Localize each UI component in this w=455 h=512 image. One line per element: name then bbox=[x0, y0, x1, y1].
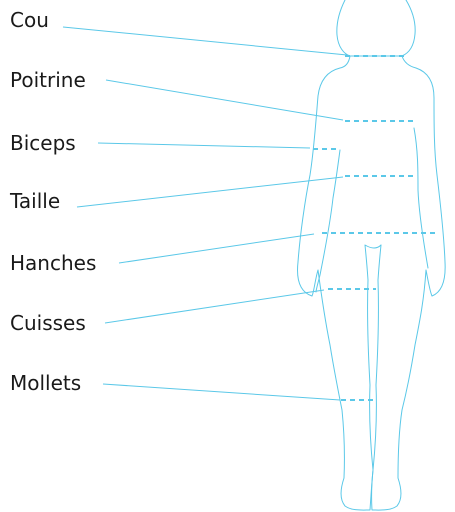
waist-label: Taille bbox=[9, 189, 60, 213]
chest-leader-line bbox=[106, 80, 343, 120]
hips-leader-line bbox=[119, 234, 314, 263]
left-body-outline bbox=[298, 56, 381, 510]
right-body-outline bbox=[365, 56, 445, 510]
body-silhouette bbox=[298, 0, 446, 510]
thighs-leader-line bbox=[105, 290, 324, 323]
left-arm-inner-outline bbox=[316, 150, 340, 292]
calves-leader-line bbox=[103, 384, 340, 400]
thighs-label: Cuisses bbox=[10, 311, 86, 335]
chest-label: Poitrine bbox=[10, 68, 86, 92]
measurement-lines bbox=[313, 56, 436, 400]
biceps-label: Biceps bbox=[10, 131, 76, 155]
calves-label: Mollets bbox=[10, 371, 81, 395]
leader-lines bbox=[63, 27, 347, 400]
neck-leader-line bbox=[63, 27, 347, 55]
neck-label: Cou bbox=[10, 8, 49, 32]
measurement-labels: Cou Poitrine Biceps Taille Hanches Cuiss… bbox=[9, 8, 96, 395]
right-arm-inner-outline bbox=[414, 128, 428, 268]
head-outline bbox=[337, 0, 415, 56]
biceps-leader-line bbox=[98, 143, 310, 148]
waist-leader-line bbox=[77, 177, 343, 207]
hips-label: Hanches bbox=[10, 251, 96, 275]
